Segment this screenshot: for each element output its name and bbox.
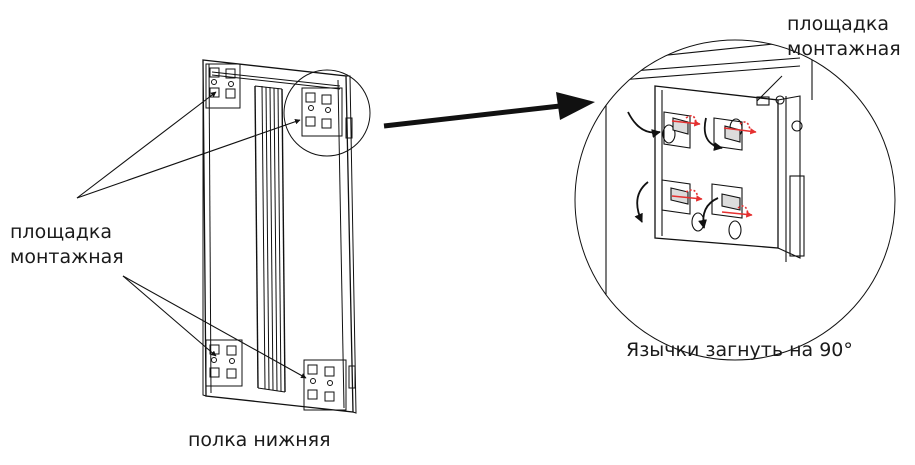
zoom-detail <box>574 39 896 361</box>
pad-right-label-line2: монтажная <box>787 38 901 60</box>
mounting-pad-top-right <box>301 87 343 137</box>
mounting-pad-bottom-right <box>303 359 347 411</box>
mounting-pad-bottom-left <box>205 339 243 387</box>
shelf-panel <box>202 59 357 414</box>
pad-right-label-line1: площадка <box>787 13 889 35</box>
pad-left-label-line1: площадка <box>10 221 112 243</box>
tabs-bend-note: Язычки загнуть на 90° <box>626 339 853 361</box>
detail-circle <box>283 69 371 157</box>
pad-left-label-line2: монтажная <box>10 246 124 268</box>
mounting-pad-top-left <box>205 63 241 109</box>
bend-direction-marks <box>671 114 757 218</box>
pad-right-leader <box>756 75 783 102</box>
arrow-right-icon <box>383 92 595 129</box>
curved-arrow-icon <box>627 111 723 229</box>
leader-lines <box>76 91 307 379</box>
shelf-caption: полка нижняя <box>188 429 331 451</box>
